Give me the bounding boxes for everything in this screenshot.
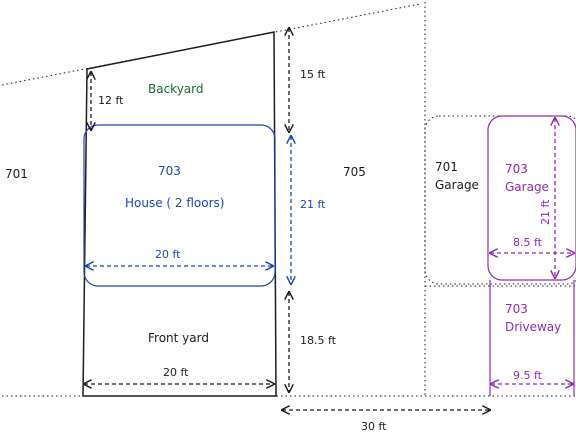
garage-701-text: Garage (435, 178, 479, 192)
garage-width-label: 8.5 ft (513, 236, 543, 249)
gap-width-label: 30 ft (361, 420, 387, 432)
garage-701-outline (424, 115, 576, 285)
lot-701-label: 701 (5, 167, 28, 181)
backyard-depth-label: 12 ft (98, 94, 124, 107)
house-description-label: House ( 2 floors) (125, 196, 224, 210)
house-number-label: 703 (158, 164, 181, 178)
front-setback-label: 18.5 ft (300, 334, 337, 347)
garage-703-text: Garage (505, 180, 549, 194)
front-yard-label: Front yard (148, 331, 209, 345)
garage-703-number: 703 (505, 162, 528, 176)
rear-setback-label: 15 ft (300, 68, 326, 81)
garage-701-number: 701 (435, 160, 458, 174)
lot-outline (82, 31, 277, 397)
house-depth-label: 21 ft (300, 198, 326, 211)
driveway-width-label: 9.5 ft (513, 369, 543, 382)
garage-depth-label: 21 ft (539, 199, 552, 225)
driveway-number: 703 (505, 302, 528, 316)
lot-705-label: 705 (343, 165, 366, 179)
house-width-label: 20 ft (155, 248, 181, 261)
backyard-label: Backyard (148, 82, 204, 96)
house-outline (83, 124, 276, 287)
driveway-text: Driveway (505, 320, 561, 334)
lot-width-label: 20 ft (163, 366, 189, 379)
garage-703-outline (487, 115, 576, 281)
